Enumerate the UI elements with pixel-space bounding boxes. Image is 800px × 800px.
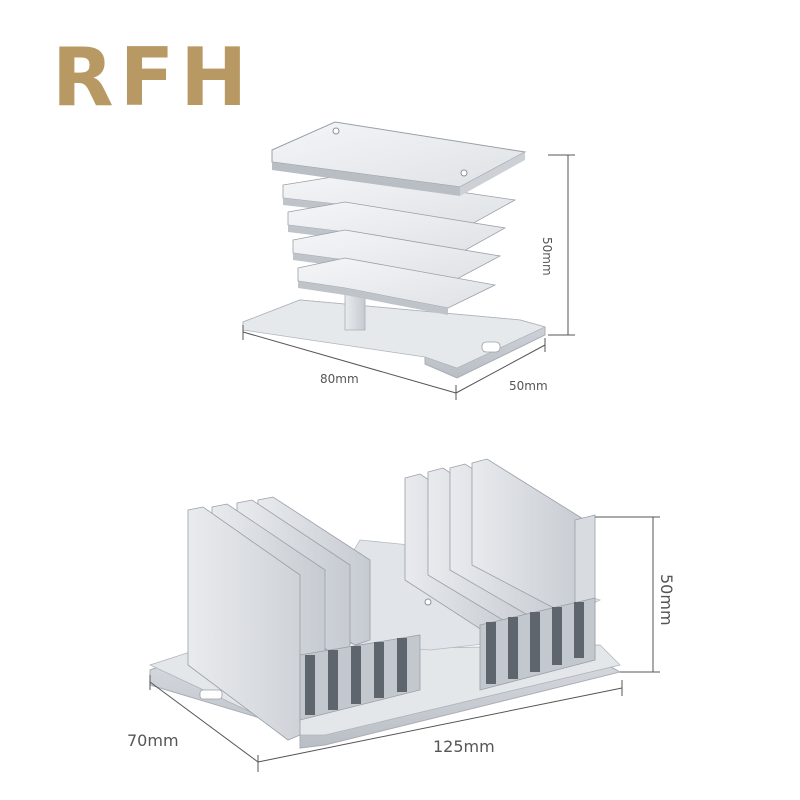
brand-logo: RFH [52,31,254,124]
small-heatsink-width-label: 50mm [509,379,548,393]
large-heatsink-width-label: 70mm [127,731,179,750]
large-heatsink-front-comb-right [479,597,596,691]
small-heatsink-dimensions [242,154,575,400]
small-heatsink-height-label: 50mm [540,237,554,276]
large-heatsink-left-fins [187,496,371,741]
large-heatsink [148,458,622,749]
large-heatsink-right-fins [404,458,596,666]
large-heatsink-dimensions [149,516,660,772]
small-heatsink [242,121,547,379]
large-heatsink-length-label: 125mm [433,737,495,756]
small-heatsink-length-label: 80mm [320,372,359,386]
large-heatsink-height-label: 50mm [657,574,676,626]
small-heatsink-fins [282,174,517,315]
large-heatsink-front-comb-left [299,634,421,721]
